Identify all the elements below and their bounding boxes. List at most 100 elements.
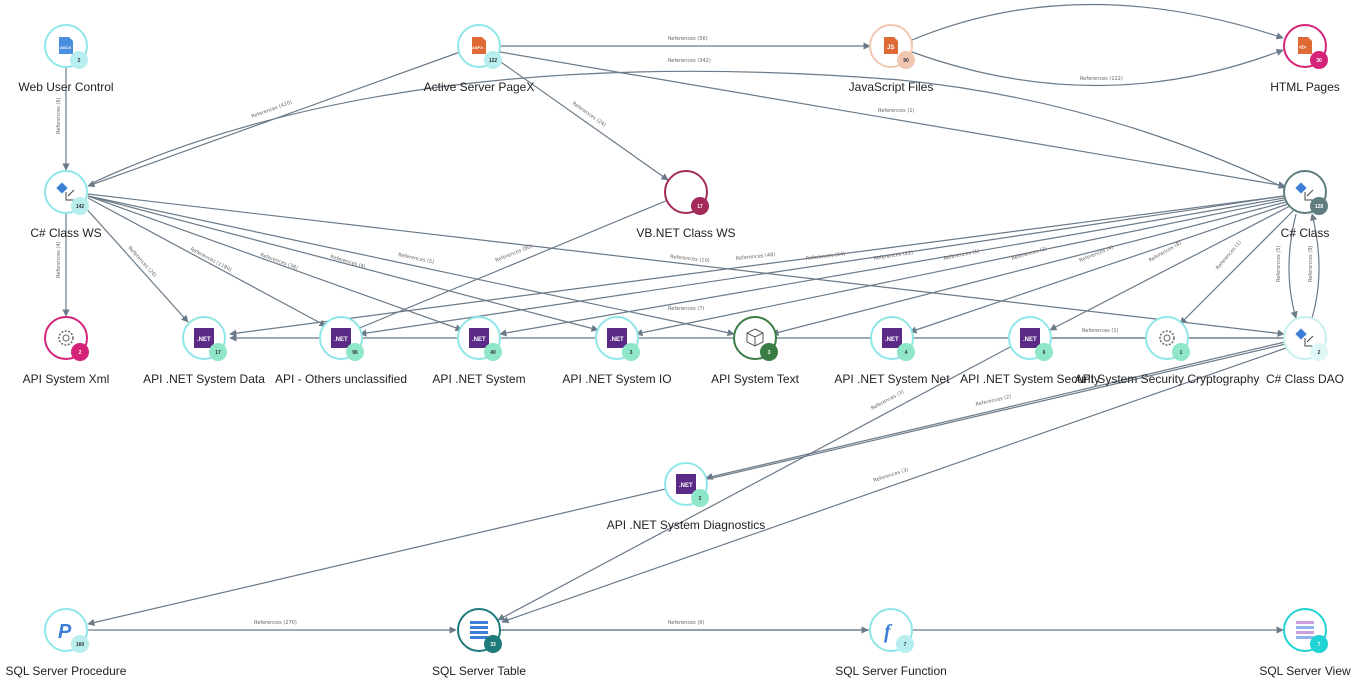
edge-csclass-security[interactable] <box>1049 205 1291 331</box>
edge-csws-text[interactable] <box>87 195 735 337</box>
edges <box>62 3 1320 634</box>
svg-text:.NET: .NET <box>197 337 211 343</box>
node-html-pages[interactable]: </> 30 <box>1283 24 1328 69</box>
edge-csws-others[interactable] <box>87 197 327 327</box>
edge-label: References (2) <box>1011 246 1048 262</box>
function-icon: f <box>884 621 893 643</box>
node-label-html-pages: HTML Pages <box>1270 80 1340 94</box>
edge-dao-table[interactable] <box>501 347 1287 624</box>
edge-label: References (270) <box>254 620 297 626</box>
node-api-net-system-security[interactable]: .NET 6 <box>1008 316 1053 361</box>
node-javascript-files[interactable]: JS 90 <box>869 24 915 69</box>
count-badge: 160 <box>76 642 85 648</box>
node-api-others-unclassified[interactable]: .NET 96 <box>319 316 364 361</box>
node-api-net-system-io[interactable]: .NET 3 <box>595 316 640 361</box>
edge-pagex-csclass[interactable] <box>499 51 1286 189</box>
node-label-api-system-text: API System Text <box>711 372 799 386</box>
svg-text:.NET: .NET <box>679 483 693 489</box>
node-api-net-system-net[interactable]: .NET 4 <box>870 316 915 361</box>
edge-js-html-top[interactable] <box>911 3 1284 41</box>
node-csharp-class[interactable]: 128 <box>1283 170 1328 215</box>
node-label-api-net-system-security: API .NET System Security <box>960 372 1100 386</box>
count-badge: 90 <box>903 58 909 64</box>
svg-text:.NET: .NET <box>885 337 899 343</box>
edge-label: References (10) <box>670 254 710 264</box>
node-sql-server-view[interactable]: 7 <box>1283 608 1328 653</box>
edge-csclass-system[interactable] <box>499 197 1285 337</box>
dotnet-icon: .NET <box>194 328 214 348</box>
node-api-system-text[interactable]: 3 <box>733 316 778 361</box>
edge-label: References (9) <box>1308 245 1314 282</box>
view-icon <box>1296 621 1314 639</box>
node-sql-server-procedure[interactable]: P 160 <box>44 608 89 653</box>
count-badge: 4 <box>905 350 908 356</box>
edge-label: References (342) <box>668 58 711 64</box>
edge-csclass-io[interactable] <box>635 199 1285 337</box>
count-badge: 3 <box>768 350 771 356</box>
edge-csws-data[interactable] <box>83 205 189 323</box>
count-badge: 6 <box>1043 350 1046 356</box>
edge-csclass-crypto[interactable] <box>1179 209 1295 325</box>
node-api-system-security-cryptography[interactable]: 1 <box>1145 316 1190 361</box>
edge-csclass-dao-b[interactable] <box>1310 213 1320 319</box>
edge-label: References (22) <box>873 250 913 262</box>
edge-csclass-others[interactable] <box>359 195 1285 337</box>
edge-js-html-bottom[interactable] <box>911 48 1284 87</box>
node-active-server-pagex[interactable]: ASPX 122 <box>457 24 502 69</box>
edge-labels: References (56) References (342) Referen… <box>56 36 1314 626</box>
edge-csws-dao[interactable] <box>87 193 1285 337</box>
node-api-net-system[interactable]: .NET 40 <box>457 316 502 361</box>
count-badge: 2 <box>79 350 82 356</box>
edge-label: References (2) <box>975 394 1012 408</box>
js-file-icon: JS <box>884 37 898 54</box>
node-label-api-system-xml: API System Xml <box>22 372 110 386</box>
svg-text:.NET: .NET <box>1023 337 1037 343</box>
edge-label: References (20) <box>127 245 158 279</box>
edge-csws-csclass-curve[interactable] <box>89 70 1286 189</box>
edge-csclass-data[interactable] <box>229 195 1285 337</box>
ascx-file-icon: ASCX <box>59 37 73 54</box>
edge-dao-diag[interactable] <box>705 341 1286 481</box>
node-csharp-class-ws[interactable]: 142 <box>44 170 89 215</box>
edge-csclass-net[interactable] <box>909 203 1289 334</box>
edge-csws-system[interactable] <box>87 195 463 332</box>
node-api-net-system-diagnostics[interactable]: .NET 2 <box>664 462 709 507</box>
svg-text:JS: JS <box>887 45 894 51</box>
node-sql-server-table[interactable]: 33 <box>457 608 502 653</box>
node-label-api-others-unclassified: API - Others unclassified <box>274 372 408 386</box>
edge-security-table[interactable] <box>497 345 1013 621</box>
table-icon <box>470 621 488 639</box>
node-api-system-xml[interactable]: 2 <box>44 316 89 361</box>
nodes: ASCX 2 ASPX 122 JS 90 <box>44 24 1328 653</box>
cube-icon <box>746 328 764 347</box>
node-web-user-control[interactable]: ASCX 2 <box>44 24 88 69</box>
dotnet-icon: .NET <box>882 328 902 348</box>
node-sql-server-function[interactable]: f 7 <box>869 608 914 653</box>
count-badge: 2 <box>1318 350 1321 356</box>
node-label-sql-server-view: SQL Server View <box>1259 664 1351 678</box>
edge-label: References (56) <box>668 36 708 42</box>
gear-api-icon <box>58 330 74 346</box>
edge-label: References (1) <box>878 108 915 114</box>
svg-text:ASCX: ASCX <box>60 45 71 50</box>
edge-vbnet-others[interactable] <box>349 199 669 333</box>
dotnet-icon: .NET <box>676 474 696 494</box>
edge-pagex-vbnet[interactable] <box>497 59 669 181</box>
count-badge: 7 <box>1318 642 1321 648</box>
node-label-api-net-system-net: API .NET System Net <box>834 372 950 386</box>
edge-label: References (4) <box>329 254 366 270</box>
edge-csws-io[interactable] <box>87 195 599 332</box>
node-api-net-system-data[interactable]: .NET 17 <box>182 316 227 361</box>
edge-label: References (38) <box>259 252 298 271</box>
edge-csclass-text[interactable] <box>771 201 1287 336</box>
node-vbnet-class-ws[interactable]: 17 <box>664 170 709 215</box>
edge-csclass-dao-a[interactable] <box>1288 213 1298 319</box>
node-label-csharp-class: C# Class <box>1280 226 1330 240</box>
node-csharp-class-dao[interactable]: 2 <box>1283 316 1328 361</box>
edge-label: References (80) <box>495 243 534 263</box>
count-badge: 1 <box>1180 350 1183 356</box>
dotnet-icon: .NET <box>331 328 351 348</box>
edge-label: References (64) <box>806 251 846 262</box>
edge-label: References (1) <box>1215 239 1243 271</box>
